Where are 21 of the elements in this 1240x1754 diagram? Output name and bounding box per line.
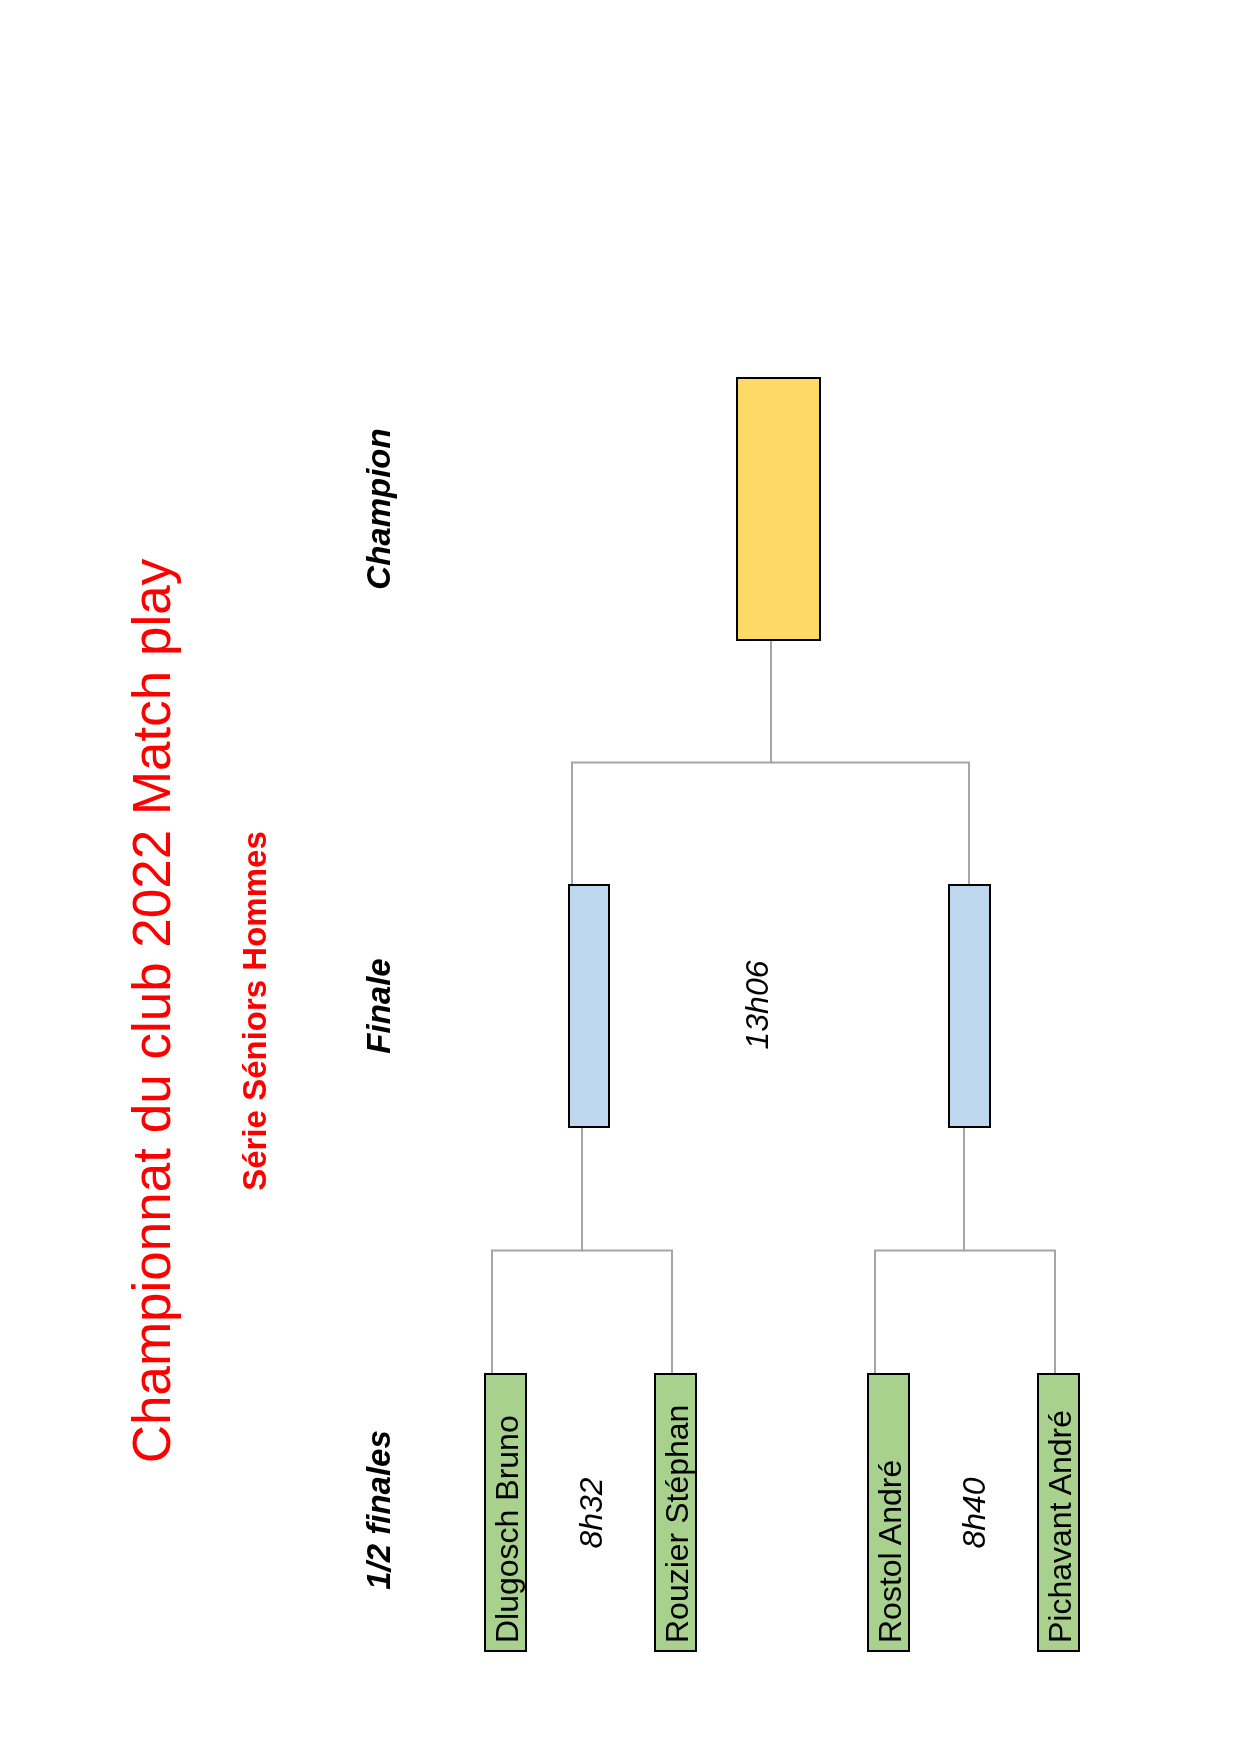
player-name: Rostol André <box>872 1459 909 1643</box>
bracket-line <box>963 1127 1056 1374</box>
player-box <box>1037 1373 1080 1652</box>
player-box <box>867 1373 910 1652</box>
match-time: 8h32 <box>573 1477 610 1549</box>
column-header: Finale <box>360 958 398 1054</box>
finalist-box <box>948 884 991 1128</box>
match-time: 13h06 <box>739 960 776 1050</box>
column-header: 1/2 finales <box>360 1430 398 1590</box>
player-box <box>484 1373 527 1652</box>
subtitle: Série Séniors Hommes <box>236 831 274 1191</box>
title: Championnat du club 2022 Match play <box>122 558 182 1464</box>
player-name: Rouzier Stéphan <box>659 1404 696 1643</box>
player-name: Dlugosch Bruno <box>489 1415 526 1643</box>
player-box <box>654 1373 697 1652</box>
champion-box <box>736 377 821 641</box>
bracket-line <box>581 1127 673 1374</box>
player-name: Pichavant André <box>1042 1409 1079 1643</box>
finalist-box <box>568 884 610 1128</box>
column-header: Champion <box>360 428 398 590</box>
match-time: 8h40 <box>956 1477 993 1549</box>
